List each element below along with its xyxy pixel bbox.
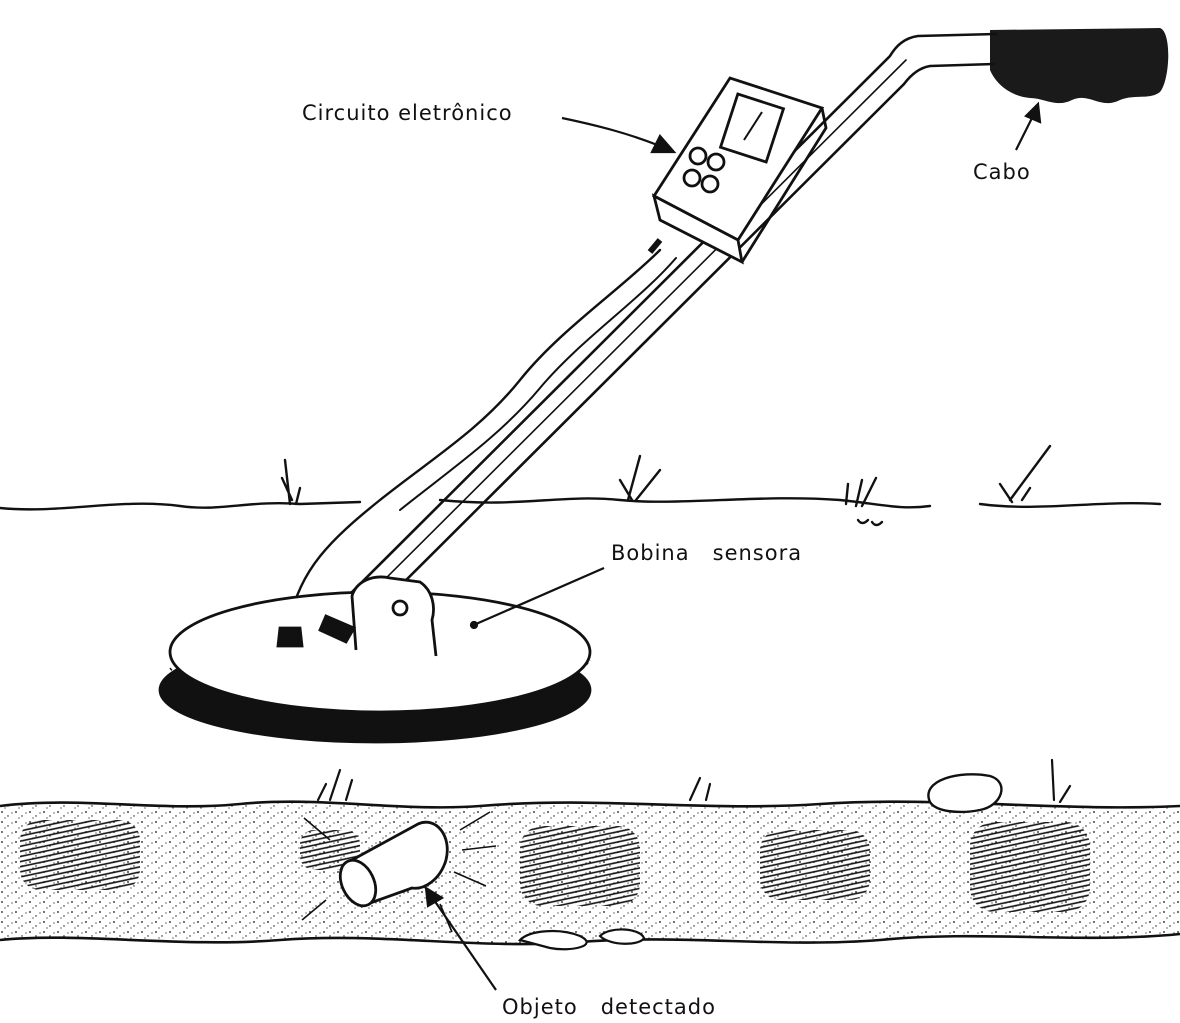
sensor-coil [158,575,592,744]
stone [598,928,646,945]
handle-grip [990,28,1169,104]
grass-tuft [280,458,302,506]
leader-arrows [424,101,1042,991]
knob [700,174,720,194]
ground-surface [0,444,1162,527]
grass-tuft [998,444,1052,504]
label-circuit: Circuito eletrônico [302,101,513,125]
stone [517,929,588,951]
stone [927,773,1003,814]
underground-soil [0,758,1180,951]
arrow-object [433,899,497,991]
label-coil: Bobina sensora [611,541,803,565]
arrow-coil [475,566,605,626]
label-handle: Cabo [973,160,1031,184]
grass-tuft [844,476,878,508]
knob [688,146,708,166]
detected-object [301,811,497,933]
grass-tuft [618,454,662,502]
electronics-box [647,76,828,265]
label-object: Objeto detectado [502,995,716,1019]
pebbles [856,518,884,527]
knob [706,152,726,172]
shaft [288,32,998,622]
arrow-circuit [561,116,661,148]
arrow-handle [1015,113,1035,151]
knob [682,168,702,188]
